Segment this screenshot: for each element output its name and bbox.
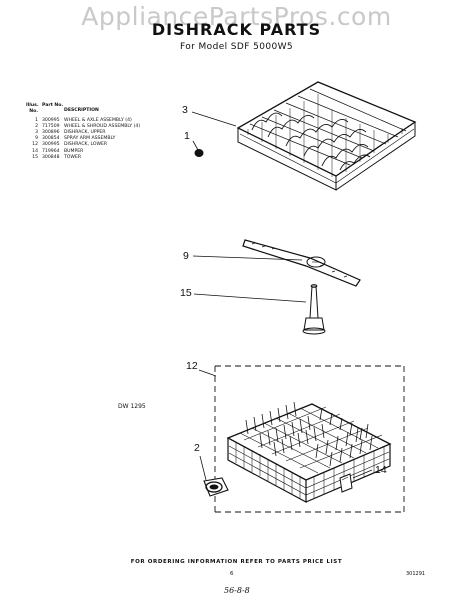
document-number: 301291 <box>406 571 426 577</box>
part-no: 300848 <box>42 154 60 160</box>
tower-drawing <box>302 284 326 335</box>
part-description: BUMPER <box>64 148 84 154</box>
part-description: WHEEL & SHROUD ASSEMBLY (4) <box>64 124 141 130</box>
wheel-axle-drawing <box>192 140 204 157</box>
callout-15: 15 <box>180 287 192 299</box>
table-row: 3 300896 DISHRACK, UPPER <box>26 130 174 136</box>
callout-leader-2 <box>199 455 207 481</box>
part-description: TOWER <box>64 154 82 160</box>
table-row: 12 300995 DISHRACK, LOWER <box>26 142 174 148</box>
part-description: WHEEL & AXLE ASSEMBLY (4) <box>64 118 132 124</box>
callout-leader-14 <box>352 469 373 479</box>
page-title: DISHRACK PARTS <box>151 20 322 39</box>
upper-dishrack-drawing <box>236 81 417 191</box>
table-row: 2 717509 WHEEL & SHROUD ASSEMBLY (4) <box>26 124 174 130</box>
header-description: DESCRIPTION <box>64 108 99 113</box>
illus-no: 1 <box>35 118 38 124</box>
parts-table-header: Illus. No. Part No. DESCRIPTION <box>26 103 174 114</box>
part-no: 300854 <box>42 136 60 142</box>
callout-leader-3 <box>191 111 237 127</box>
illus-no: 9 <box>35 136 38 142</box>
page-subtitle: For Model SDF 5000W5 <box>179 42 294 52</box>
figure-reference: DW 1295 <box>118 403 146 410</box>
callout-9: 9 <box>183 250 189 262</box>
header-illus-no: Illus. No. <box>26 103 39 114</box>
table-row: 1 300995 WHEEL & AXLE ASSEMBLY (4) <box>26 118 174 124</box>
illus-no: 14 <box>32 148 38 154</box>
callout-14: 14 <box>375 464 387 476</box>
illus-no: 2 <box>35 124 38 130</box>
part-description: SPRAY ARM ASSEMBLY <box>64 136 116 142</box>
illus-no: 3 <box>35 130 38 136</box>
parts-table: Illus. No. Part No. DESCRIPTION 1 300995… <box>26 103 174 161</box>
part-no: 719964 <box>42 148 60 154</box>
callout-2: 2 <box>194 442 200 454</box>
callout-1: 1 <box>184 130 190 142</box>
bumper-drawing <box>339 473 353 493</box>
part-no: 300995 <box>42 142 60 148</box>
handwritten-note: 56-8-8 <box>224 586 250 595</box>
callout-leader-9 <box>192 255 303 261</box>
table-row: 9 300854 SPRAY ARM ASSEMBLY <box>26 136 174 142</box>
watermark: AppliancePartsPros.com <box>81 2 392 31</box>
part-no: 300896 <box>42 130 60 136</box>
callout-12: 12 <box>186 360 198 372</box>
illus-no: 15 <box>32 154 38 160</box>
illus-no: 12 <box>32 142 38 148</box>
part-description: DISHRACK, UPPER <box>64 130 106 136</box>
table-row: 14 719964 BUMPER <box>26 149 174 155</box>
page-number: 6 <box>230 571 234 577</box>
header-part-no: Part No. <box>42 103 64 108</box>
spray-arm-drawing <box>242 239 361 287</box>
ordering-note: FOR ORDERING INFORMATION REFER TO PARTS … <box>130 559 343 565</box>
part-no: 717509 <box>42 124 60 130</box>
wheel-shroud-drawing <box>203 477 229 497</box>
table-row: 15 300848 TOWER <box>26 155 174 161</box>
lower-dishrack-drawing <box>226 401 392 504</box>
callout-leader-15 <box>193 293 307 303</box>
callout-leader-12 <box>198 369 217 377</box>
part-description: DISHRACK, LOWER <box>64 142 108 148</box>
callout-3: 3 <box>182 104 188 116</box>
part-no: 300995 <box>42 118 60 124</box>
